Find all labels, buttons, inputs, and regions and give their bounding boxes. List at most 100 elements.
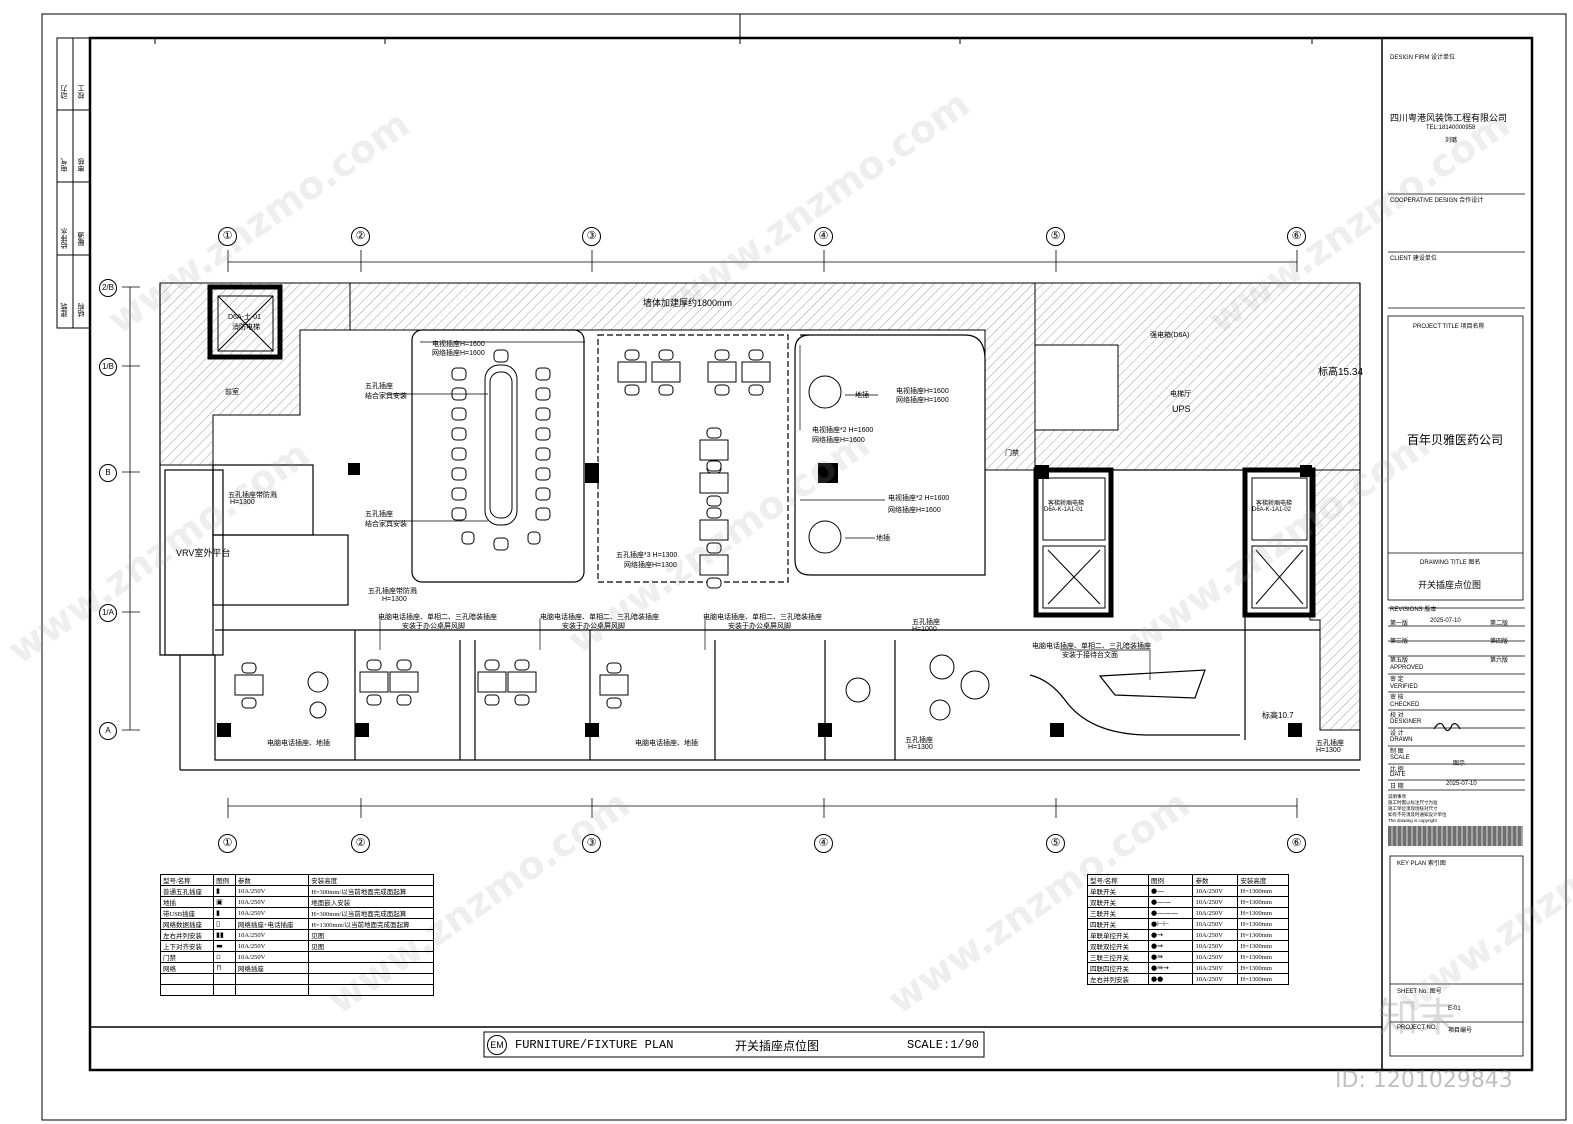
desk-icon <box>234 674 264 696</box>
chair-icon <box>535 427 551 441</box>
grid-bubble-col: ③ <box>582 227 601 246</box>
checked-cn: 校 对 <box>1390 713 1404 719</box>
socket-note: 电脑电话插座、单相二、三孔暗装插座 <box>703 614 822 621</box>
grid-bubble-col: ④ <box>814 834 833 853</box>
chair-icon <box>606 697 622 709</box>
socket-note: 电视插座H=1600 <box>432 341 485 348</box>
drawing-title-label: DRAWING TITLE 图名 <box>1420 560 1481 566</box>
sheet-no-value: E-01 <box>1448 1006 1461 1012</box>
legend-symbol-icon: ▮▮ <box>216 931 224 939</box>
socket-note: 五孔插座带防溅 <box>228 492 277 499</box>
structural-walls <box>207 284 1316 618</box>
legend-header-row: 型号/名称图例参数安装高度 <box>1087 874 1289 886</box>
firm-name: 四川粤港风装饰工程有限公司 <box>1390 113 1508 123</box>
scale-value: 图示 <box>1453 761 1466 767</box>
legend-symbol-icon: ●⇒ <box>1150 942 1163 950</box>
legend-symbol-cell: ●● <box>1147 973 1194 985</box>
legend-cell: 地面嵌入安装 <box>308 896 434 908</box>
socket-note: 电视插座H=1600 <box>896 388 949 395</box>
socket-note: H=1300 <box>1316 747 1341 754</box>
chair-icon <box>714 384 730 396</box>
notes-block: 说明事项 施工时需以标注尺寸为准 施工单位须现场核对尺寸 如有不符须及时通知设计… <box>1388 794 1447 824</box>
grid-bubble-col: ② <box>351 834 370 853</box>
workstations <box>234 349 771 709</box>
legend-symbol-icon: ▫ <box>216 953 221 961</box>
legend-symbol-icon: ●⇛→ <box>1150 964 1169 972</box>
socket-note: 网络插座H=1600 <box>896 397 949 404</box>
legend-symbol-cell: ●—— <box>1147 896 1194 908</box>
legend-cell: 10A/250V <box>234 929 310 941</box>
legend-cell <box>308 951 434 963</box>
chair-icon <box>461 531 475 545</box>
room-label: 前室 <box>225 389 239 396</box>
client-label: CLIENT 建设单位 <box>1390 256 1437 262</box>
drawn-cn: 制 图 <box>1390 749 1404 755</box>
chair-icon <box>514 659 530 671</box>
legend-cell: 单联单控开关 <box>1087 929 1149 941</box>
legend-symbol-cell: ●⇒ <box>1147 940 1194 952</box>
legend-cell: H=1300mm <box>1237 951 1289 963</box>
socket-note: H=1300 <box>908 744 933 751</box>
chair-icon <box>706 427 722 439</box>
room-label: D6A-土-01 <box>228 314 262 321</box>
socket-note: 五孔插座 <box>912 619 940 626</box>
round-tables <box>307 375 990 721</box>
designer-cn: 设 计 <box>1390 731 1404 737</box>
legend-symbol-icon: ⊓ <box>216 964 222 972</box>
left-tab-cell: 校工 <box>78 85 85 99</box>
legend-symbol-cell: ▯ <box>213 918 236 930</box>
grid-bubble-col: ① <box>218 227 237 246</box>
grid-bubble-row: A <box>99 722 117 740</box>
project-no-value: 项目编号 <box>1448 1028 1473 1034</box>
chair-icon <box>658 349 674 361</box>
firm-person: 刘璐 <box>1445 138 1458 144</box>
grid-bubble-row: B <box>99 464 117 482</box>
desk-icon <box>699 439 729 461</box>
legend-cell: 四联四控开关 <box>1087 962 1149 974</box>
elevator-label: 客梯轿厢电梯 <box>1048 501 1085 507</box>
legend-cell: 门禁 <box>159 951 215 963</box>
socket-note: 电视插座*2 H=1600 <box>812 427 874 434</box>
desk-icon <box>477 671 507 693</box>
chair-icon <box>535 407 551 421</box>
legend-cell: H=1300mm <box>1237 885 1289 897</box>
chair-icon <box>451 507 467 521</box>
checked-label: CHECKED <box>1390 702 1420 708</box>
legend-cell: 10A/250V <box>1192 940 1239 952</box>
level-mark: 标高15.34 <box>1318 367 1364 378</box>
legend-cell: 10A/250V <box>234 907 310 919</box>
legend-symbol-icon: ▮ <box>216 909 221 917</box>
legend-header-cell: 型号/名称 <box>159 874 215 886</box>
columns <box>217 463 1312 737</box>
note-line: The drawing is copyright <box>1388 818 1437 823</box>
drawn-label: DRAWN <box>1390 737 1413 743</box>
legend-symbol-cell: ▬ <box>213 940 236 952</box>
legend-cell: H=300mm/以当前地面完成面起算 <box>308 907 434 919</box>
approved-cn: 审 定 <box>1390 677 1404 683</box>
chair-icon <box>451 467 467 481</box>
revision-left: 第五版 <box>1390 658 1409 664</box>
room-label: 电梯厅 <box>1170 391 1191 398</box>
socket-note: 网络插座H=1600 <box>888 507 941 514</box>
chair-icon <box>624 384 640 396</box>
note-line: 施工时需以标注尺寸为准 <box>1388 800 1438 805</box>
legend-symbol-icon: ●→ <box>1150 931 1163 939</box>
revision-right: 第六版 <box>1490 658 1509 664</box>
socket-note: 五孔插座 结合家具安装 <box>365 511 407 528</box>
grid-bubble-col: ④ <box>814 227 833 246</box>
chair-icon <box>748 384 764 396</box>
legend-symbol-icon: ●⇛ <box>1150 953 1163 961</box>
legend-cell: 三联三控开关 <box>1087 951 1149 963</box>
chair-icon <box>366 659 382 671</box>
socket-note: 五孔插座 <box>1316 740 1344 747</box>
legend-cell: 网络数据插座 <box>159 918 215 930</box>
socket-note: 电脑电话插座、地插 <box>267 740 330 747</box>
